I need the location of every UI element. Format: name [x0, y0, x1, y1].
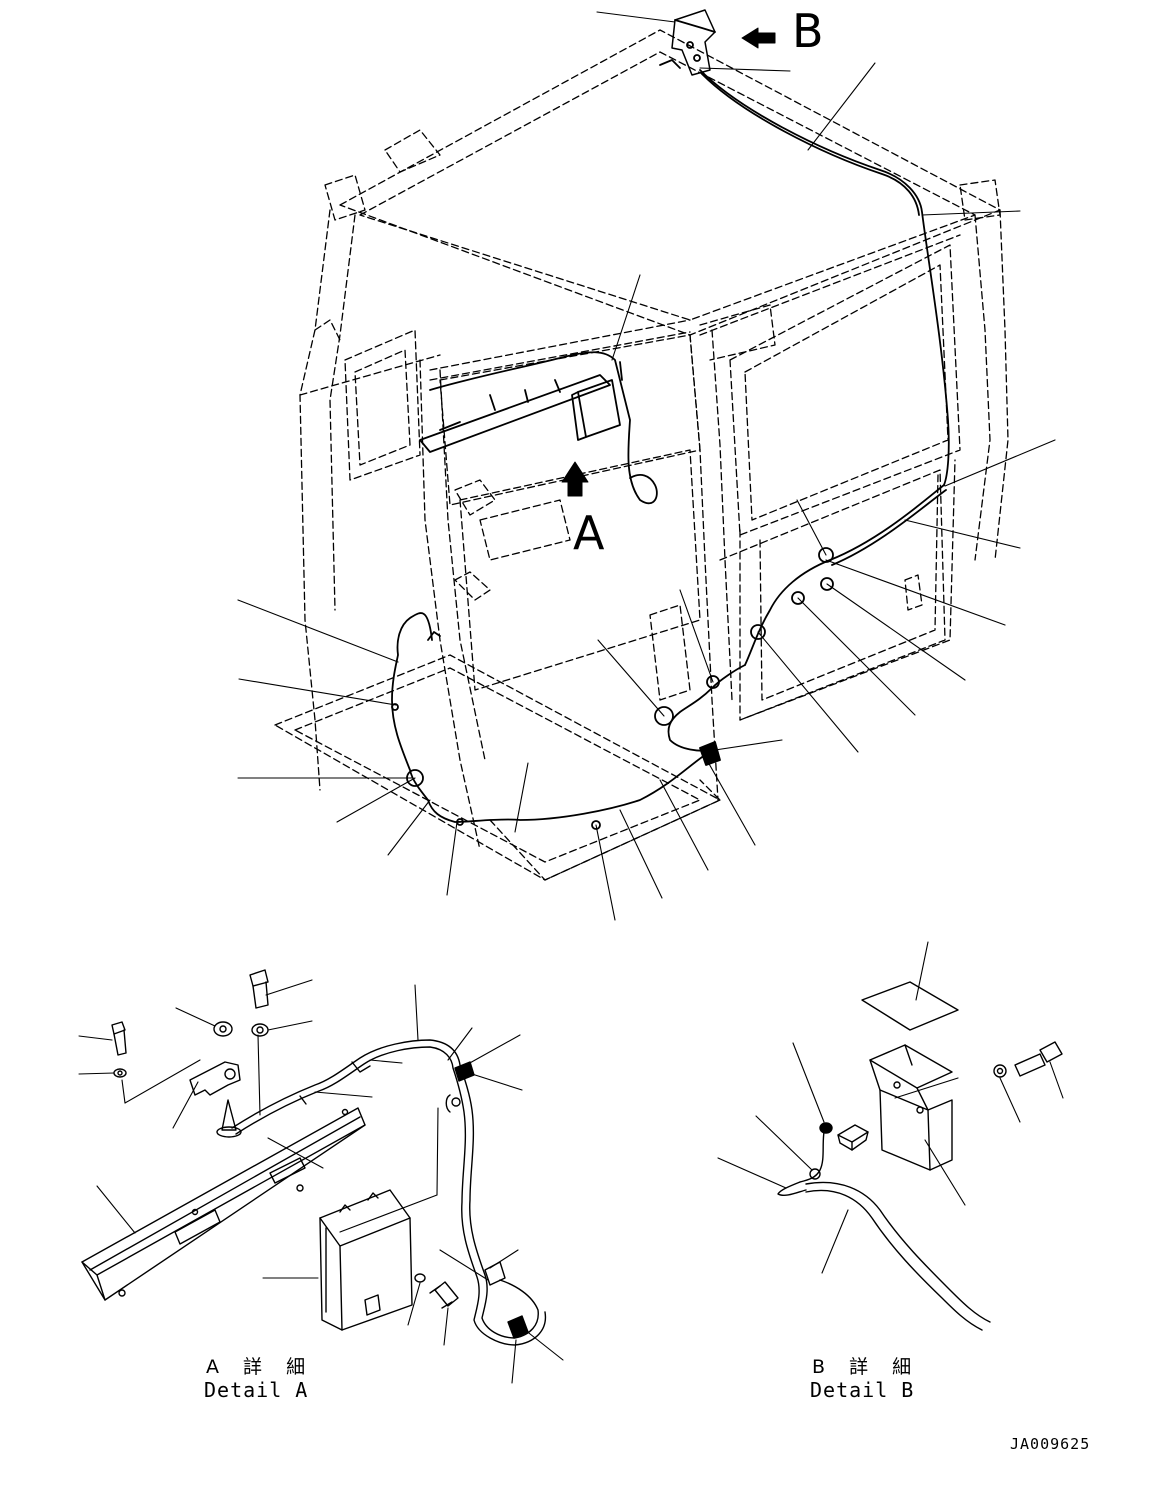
leader-lines-detail-b: [717, 941, 1064, 1274]
cab-frame: [274, 29, 1009, 881]
leader-lines-main: [237, 11, 1056, 921]
drawing-code: JA009625: [1010, 1435, 1091, 1453]
detail-b-caption-en: Detail B: [810, 1378, 915, 1402]
detail-b-caption-jp: B 詳 細: [812, 1356, 921, 1378]
detail-a-caption-jp: A 詳 細: [206, 1356, 315, 1378]
main-wire-harness: [391, 9, 950, 830]
view-arrow-b: [741, 27, 776, 49]
leader-lines-detail-a: [78, 979, 564, 1384]
view-marker-a-label: A: [573, 506, 605, 560]
view-arrow-a: [561, 461, 589, 497]
detail-b-drawing: [777, 981, 1063, 1331]
detail-a-drawing: [81, 969, 547, 1346]
detail-a-caption-en: Detail A: [204, 1378, 309, 1402]
view-marker-b-label: B: [792, 4, 824, 58]
